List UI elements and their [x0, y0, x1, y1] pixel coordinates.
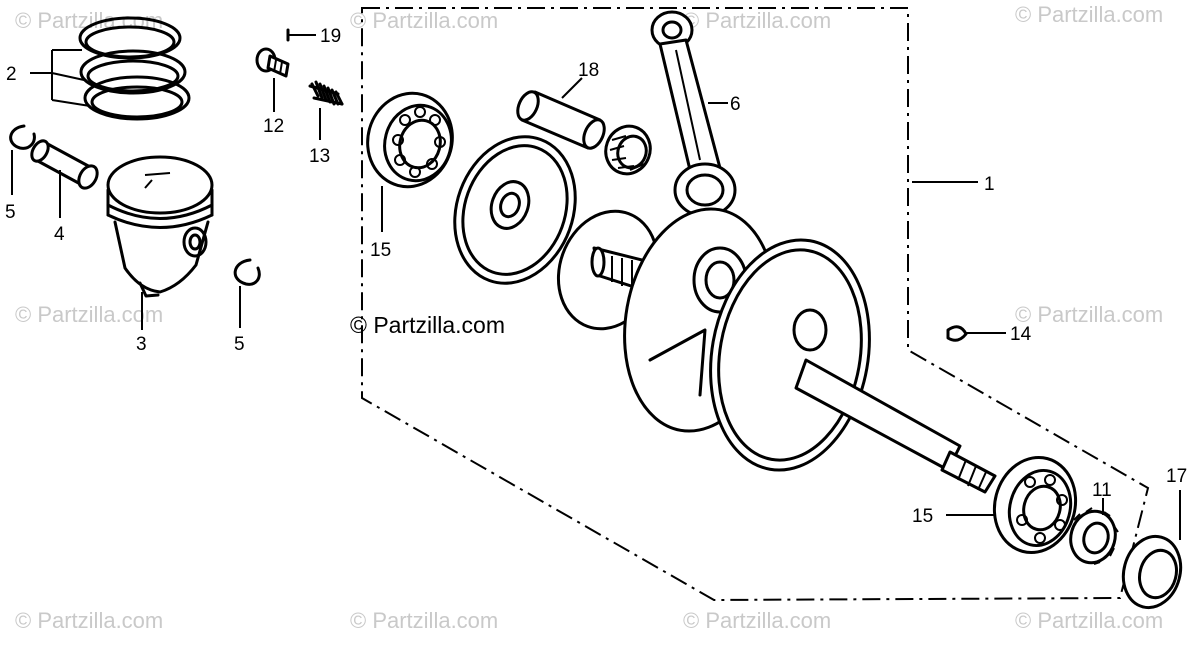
callout-6: 6 — [730, 94, 741, 115]
crank-web-icon[interactable] — [435, 120, 595, 301]
needle-bearing-icon[interactable] — [599, 120, 657, 180]
pin-clip-icon[interactable] — [9, 124, 36, 150]
bearing-icon[interactable] — [984, 448, 1086, 561]
watermark: © Partzilla.com — [350, 608, 498, 633]
nut-icon[interactable] — [1065, 506, 1121, 568]
callout-13: 13 — [309, 146, 330, 167]
assembly-outline — [361, 7, 1150, 602]
callout-5: 5 — [234, 334, 245, 355]
piston-icon[interactable] — [106, 155, 214, 298]
callout-15: 15 — [912, 506, 933, 527]
spring-icon[interactable] — [308, 80, 344, 106]
watermark: © Partzilla.com — [15, 608, 163, 633]
callout-1: 1 — [984, 174, 995, 195]
watermark: © Partzilla.com — [1015, 302, 1163, 327]
piston-pin-icon[interactable] — [28, 138, 100, 191]
piston-ring-set-icon[interactable] — [78, 16, 191, 121]
callout-17: 17 — [1166, 466, 1187, 487]
callout-3: 3 — [136, 334, 147, 355]
copyright-text: © Partzilla.com — [350, 312, 505, 338]
callout-layer: 2 5 4 3 5 19 12 13 15 18 6 1 14 15 11 17 — [5, 26, 1187, 527]
watermark-layer: © Partzilla.com © Partzilla.com © Partzi… — [15, 2, 1163, 633]
callout-15: 15 — [370, 240, 391, 261]
bearing-icon[interactable] — [357, 84, 462, 197]
crank-pin-icon[interactable] — [514, 89, 609, 152]
callout-12: 12 — [263, 116, 284, 137]
leader-18 — [561, 77, 583, 99]
watermark: © Partzilla.com — [683, 608, 831, 633]
callout-19: 19 — [320, 26, 341, 47]
bolt-icon[interactable] — [255, 47, 290, 78]
woodruff-key-icon[interactable] — [946, 325, 968, 342]
pin-clip-icon[interactable] — [233, 258, 261, 286]
callout-11: 11 — [1092, 480, 1112, 501]
callout-2: 2 — [6, 64, 17, 85]
callout-4: 4 — [54, 224, 65, 245]
callout-5: 5 — [5, 202, 16, 223]
watermark: © Partzilla.com — [1015, 608, 1163, 633]
pin-icon[interactable] — [286, 28, 300, 42]
callout-18: 18 — [578, 60, 599, 81]
watermark: © Partzilla.com — [683, 8, 831, 33]
watermark: © Partzilla.com — [15, 8, 163, 33]
watermark: © Partzilla.com — [350, 8, 498, 33]
callout-14: 14 — [1010, 324, 1032, 345]
oil-seal-icon[interactable] — [1116, 530, 1189, 614]
crankshaft-assembly-icon[interactable] — [590, 197, 997, 494]
watermark: © Partzilla.com — [15, 302, 163, 327]
connecting-rod-icon[interactable] — [650, 10, 737, 218]
leader-2 — [30, 49, 91, 107]
watermark: © Partzilla.com — [1015, 2, 1163, 27]
